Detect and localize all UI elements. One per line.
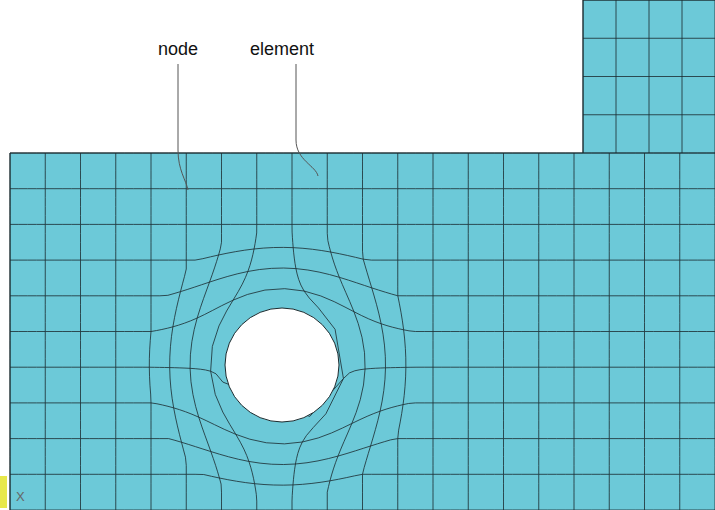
leader-line: [296, 64, 318, 176]
callout-label: node: [158, 40, 198, 58]
mesh-region: [10, 0, 715, 510]
mesh-lines: [10, 0, 715, 510]
callout-label: element: [250, 40, 314, 58]
axis-label: X: [16, 490, 25, 503]
leader-line: [178, 64, 188, 190]
hole: [225, 308, 339, 422]
mesh-outline: [10, 0, 715, 510]
axis-marker: [0, 476, 7, 508]
